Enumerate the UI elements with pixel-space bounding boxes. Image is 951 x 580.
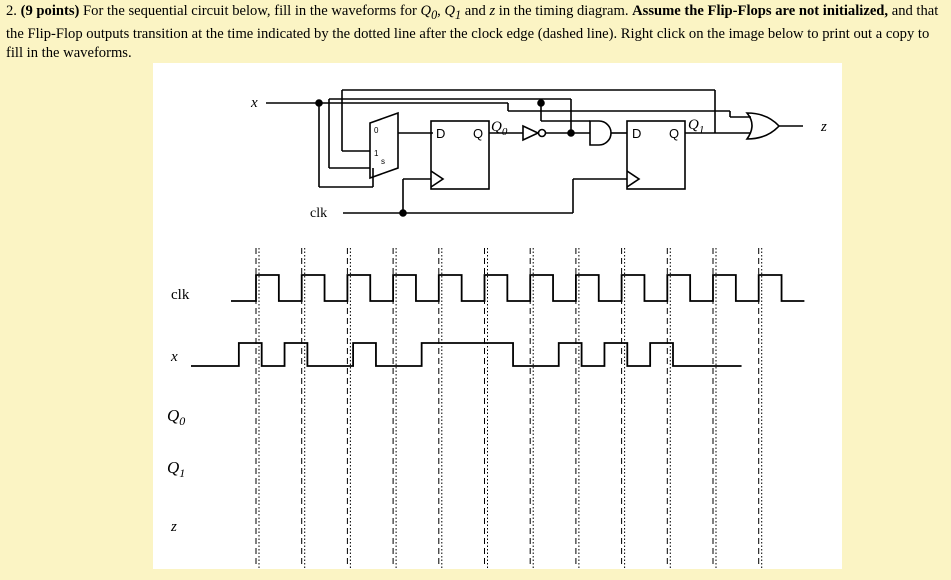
timing-label-q1: Q1: [167, 458, 185, 480]
ff0-clock-triangle: [430, 170, 445, 188]
flipflop-0: [430, 120, 490, 190]
and-gate: [589, 120, 612, 146]
ff0-q-label: Q: [473, 126, 483, 141]
clk-input-label: clk: [310, 206, 327, 221]
flipflop-1: [626, 120, 686, 190]
circuit-and-timing-figure[interactable]: x clk 0 1 s D Q Q0 D Q Q1 z clk x Q0 Q1 …: [153, 63, 842, 569]
x-input-label: x: [250, 95, 258, 111]
timing-label-q0: Q0: [167, 406, 185, 428]
timing-waveforms: [191, 274, 805, 367]
mux-in0-label: 0: [374, 126, 379, 135]
q1-label: Q1: [444, 3, 462, 22]
ff1-d-label: D: [632, 126, 641, 141]
or-gate: [745, 112, 781, 140]
timing-label-z: z: [170, 519, 177, 535]
inverter-bubble: [537, 128, 547, 138]
timing-gridlines: [255, 248, 763, 568]
x-waveform: [191, 342, 742, 367]
mux-sel-label: s: [381, 157, 385, 166]
z-label: z: [489, 3, 496, 19]
timing-label-x: x: [170, 349, 178, 365]
inverter: [522, 124, 540, 142]
circuit-schematic: [266, 89, 803, 217]
question-points: (9 points): [20, 3, 80, 19]
mux-in1-label: 1: [374, 149, 379, 158]
timing-label-clk: clk: [171, 287, 190, 303]
mux-body: [369, 111, 399, 180]
question-number: 2.: [6, 3, 17, 19]
figure-svg: x clk 0 1 s D Q Q0 D Q Q1 z clk x Q0 Q1 …: [167, 89, 827, 568]
q0-label: Q0: [420, 3, 438, 22]
ff1-q-label: Q: [669, 126, 679, 141]
ff1-clock-triangle: [626, 170, 641, 188]
ff0-d-label: D: [436, 126, 445, 141]
z-output-label: z: [820, 119, 827, 135]
question-emphasis: Assume the Flip-Flops are not initialize…: [632, 3, 889, 19]
clk-waveform: [231, 274, 805, 302]
ff1-output-label: Q1: [688, 117, 704, 136]
ff0-output-label: Q0: [491, 119, 508, 138]
question-text: 2. (9 points) For the sequential circuit…: [6, 3, 939, 61]
